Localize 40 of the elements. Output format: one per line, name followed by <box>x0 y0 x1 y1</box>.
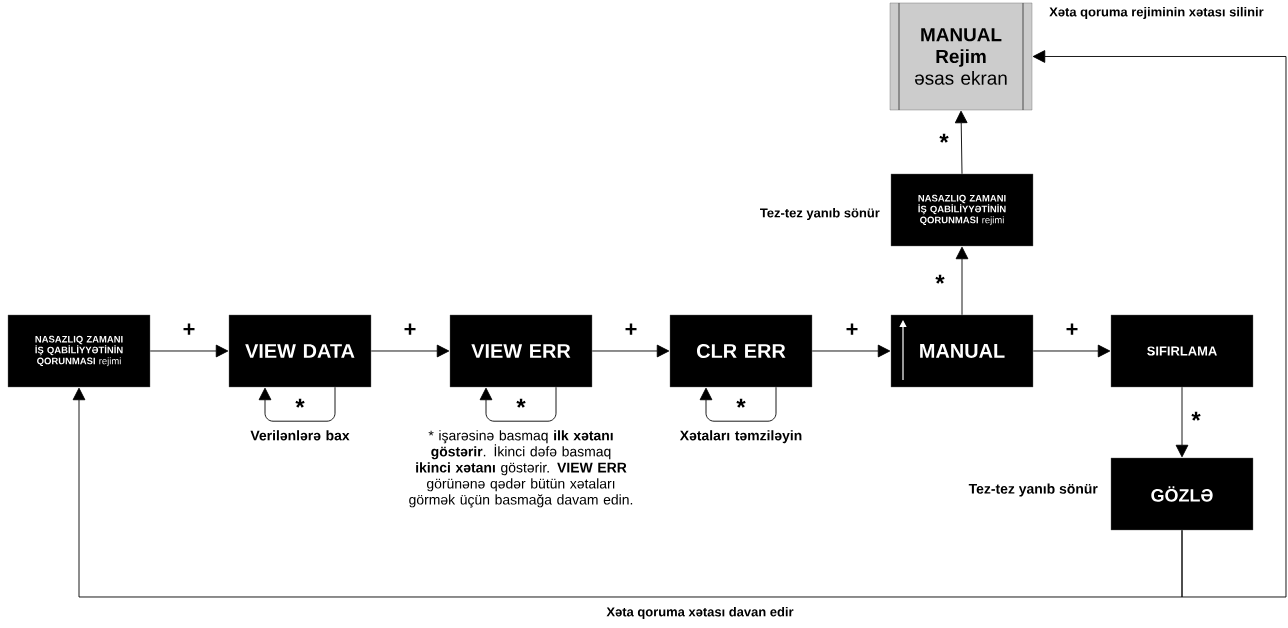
arrow <box>1175 386 1189 458</box>
edge-label: * <box>935 274 945 284</box>
arrow <box>149 344 229 358</box>
edge-label: * <box>516 398 526 408</box>
node-label: Tez-tez yanıb sönür <box>968 483 1098 497</box>
edge-label: + <box>625 323 637 335</box>
state-box: CLR ERR <box>669 314 813 388</box>
screen-box: MANUAL Rejim əsas ekran <box>889 2 1033 111</box>
arrow <box>954 110 968 175</box>
arrow <box>1032 344 1111 358</box>
edge-label: * <box>736 398 746 408</box>
arrow <box>479 386 557 422</box>
arrow <box>811 344 891 358</box>
edge-label: + <box>183 323 195 335</box>
edge-label: + <box>1066 323 1078 335</box>
state-box: SIFIRLAMA <box>1110 314 1254 388</box>
arrow <box>370 344 450 358</box>
arrow <box>1032 50 1287 598</box>
arrow <box>591 344 670 358</box>
edge-label: Xəta qoruma rejiminin xətası silinir <box>1049 6 1264 20</box>
state-box: VIEW ERR <box>449 314 593 388</box>
edge-label: * <box>939 133 949 143</box>
arrow <box>699 386 777 422</box>
node-label: Verilənlərə bax <box>250 430 350 441</box>
arrow <box>955 246 969 316</box>
node-label: Tez-tez yanıb sönür <box>760 207 880 221</box>
arrow <box>258 386 336 422</box>
state-box: VIEW DATA <box>228 314 372 388</box>
state-box: MANUAL <box>890 314 1034 388</box>
node-label: * işarəsinə basmaq ilk xətanı göstərir. İkinci dəfə basmaq ikinci xətanı göstərir. VIEW ERR görünənə qədər bütün xətaları görmək üçün basmağa davam edin. <box>409 430 633 508</box>
node-label: Xətaları təmziləyin <box>679 430 802 444</box>
edge-label: Xəta qoruma xətası davan edir <box>606 606 794 620</box>
mode-box: NASAZLIQ ZAMANI İŞ QABİLİYYƏTİNİN QORUNMASI rejimi <box>890 173 1034 247</box>
edge-label: * <box>295 398 305 408</box>
edge-label: + <box>846 323 858 335</box>
arrow <box>72 387 1183 598</box>
state-box: GÖZLƏ <box>1110 457 1254 531</box>
edge-label: + <box>404 323 416 335</box>
mode-box: NASAZLIQ ZAMANI İŞ QABİLİYYƏTİNİN QORUNMASI rejimi <box>7 314 151 388</box>
edge-label: * <box>1191 411 1201 421</box>
